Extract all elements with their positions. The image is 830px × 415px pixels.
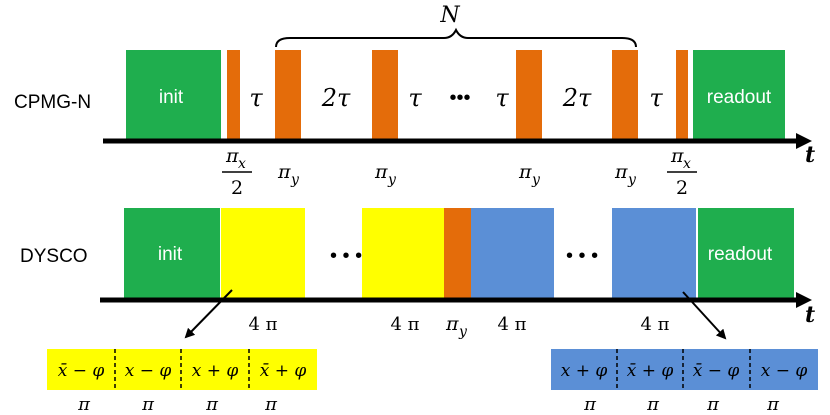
dysco-row-label: DYSCO (20, 246, 88, 267)
yellow-under-3: π (205, 394, 219, 415)
svg-text:x: x (683, 156, 691, 172)
yellow-under-1: π (77, 394, 91, 415)
dysco-block-label-3: 4 π (497, 314, 526, 335)
svg-text:y: y (458, 324, 468, 340)
cpmg-pi-half-pulse-end (676, 50, 688, 140)
dysco-init-block (124, 208, 220, 300)
svg-text:π: π (518, 161, 532, 183)
repeat-count-label: N (439, 3, 460, 28)
yellow-cell-2: x − φ (125, 361, 172, 381)
svg-text:π: π (614, 161, 628, 183)
dysco-block-label-4: 4 π (640, 314, 669, 335)
cpmg-pi-pulse-3 (516, 50, 542, 140)
svg-text:y: y (290, 172, 300, 188)
delay-tau-3: τ (495, 84, 509, 112)
cpmg-pi-half-pulse-start (227, 50, 240, 140)
blue-under-2: π (646, 394, 660, 415)
dysco-init-label: init (158, 244, 183, 265)
dysco-blue-block-1 (471, 208, 554, 300)
dysco-yellow-block-1 (221, 208, 305, 300)
dysco-block-label-2: 4 π (390, 314, 419, 335)
pulse-label-pi-y-2: π y (374, 161, 397, 188)
yellow-cell-3: x + φ (192, 361, 239, 381)
cpmg-pi-pulse-2 (372, 50, 398, 140)
cpmg-pi-pulse-1 (275, 50, 301, 140)
svg-text:π: π (277, 161, 291, 183)
dysco-readout-label: readout (708, 244, 773, 265)
cpmg-readout-label: readout (707, 87, 772, 108)
blue-under-1: π (583, 394, 597, 415)
blue-under-4: π (766, 394, 780, 415)
blue-under-3: π (706, 394, 720, 415)
delay-tau-1: τ (249, 84, 263, 112)
yellow-cell-4: x̄ + φ (260, 361, 307, 381)
repeat-brace (275, 27, 637, 48)
cpmg-axis-arrowhead (796, 133, 812, 149)
blue-cell-4: x − φ (761, 361, 808, 381)
dysco-block-label-1: 4 π (248, 314, 277, 335)
dysco-axis-arrowhead (796, 292, 812, 308)
svg-text:y: y (531, 172, 541, 188)
pulse-label-pi-y-1: π y (277, 161, 300, 188)
dysco-pi-y-pulse (444, 208, 471, 300)
cpmg-init-block (126, 50, 221, 140)
svg-text:x: x (238, 156, 246, 172)
pulse-label-pi-y-3: π y (518, 161, 541, 188)
yellow-expansion-box: x̄ − φ x − φ x + φ x̄ + φ (47, 349, 317, 390)
pulse-label-pi-x-half-end: π x 2 (667, 145, 697, 199)
dysco-ellipsis-1: • • • (330, 245, 362, 267)
yellow-under-4: π (264, 394, 278, 415)
blue-expansion-box: x + φ x̄ + φ x̄ − φ x − φ (551, 349, 818, 390)
blue-cell-3: x̄ − φ (693, 361, 740, 381)
dysco-ellipsis-2: • • • (566, 245, 598, 267)
svg-text:2: 2 (231, 177, 243, 199)
delay-tau-2: τ (408, 84, 422, 112)
cpmg-axis-label: t (805, 142, 815, 168)
svg-text:y: y (387, 172, 397, 188)
yellow-cell-1: x̄ − φ (58, 361, 105, 381)
svg-text:y: y (627, 172, 637, 188)
cpmg-row-label: CPMG-N (14, 92, 91, 113)
svg-text:π: π (670, 145, 684, 167)
svg-text:π: π (445, 313, 459, 335)
cpmg-readout-block (693, 50, 785, 140)
blue-cell-1: x + φ (561, 361, 608, 381)
dysco-readout-block (698, 208, 794, 300)
svg-text:π: π (374, 161, 388, 183)
yellow-expansion-arrow (184, 289, 233, 339)
blue-expansion-arrow (682, 291, 727, 340)
yellow-under-2: π (141, 394, 155, 415)
delay-2tau-1: 2τ (321, 84, 351, 112)
svg-text:π: π (225, 145, 239, 167)
pulse-label-pi-y-4: π y (614, 161, 637, 188)
delay-tau-4: τ (649, 84, 663, 112)
cpmg-pi-pulse-4 (612, 50, 638, 140)
cpmg-ellipsis: ••• (449, 87, 470, 109)
blue-cell-2: x̄ + φ (627, 361, 674, 381)
pulse-label-pi-x-half-start: π x 2 (222, 145, 252, 199)
delay-2tau-2: 2τ (562, 84, 592, 112)
dysco-yellow-block-2 (362, 208, 444, 300)
dysco-axis-label: t (805, 302, 815, 328)
dysco-blue-block-2 (612, 208, 696, 300)
cpmg-init-label: init (159, 87, 184, 108)
dysco-pulse-label: π y (445, 313, 468, 340)
svg-text:2: 2 (676, 177, 688, 199)
